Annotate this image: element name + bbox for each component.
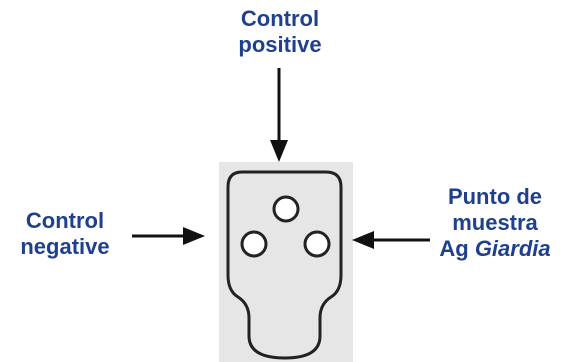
positive-control-well bbox=[272, 195, 300, 223]
label-sample-spot-line1: Punto de bbox=[447, 184, 543, 209]
label-control-negative-line1: Control bbox=[25, 208, 105, 233]
label-sample-spot-line2: muestra bbox=[452, 210, 538, 235]
device-background bbox=[219, 162, 353, 362]
label-sample-spot-line3: Ag Giardia bbox=[420, 236, 563, 262]
label-sample-spot-prefix: Ag bbox=[439, 236, 475, 261]
sample-well bbox=[303, 230, 331, 258]
label-control-negative-line2: negative bbox=[20, 234, 110, 259]
label-control-negative: Control negative bbox=[0, 208, 130, 260]
label-sample-spot: Punto de muestra Ag Giardia bbox=[420, 184, 563, 262]
negative-control-well bbox=[240, 230, 268, 258]
arrow-positive bbox=[270, 68, 288, 162]
label-sample-spot-organism: Giardia bbox=[474, 236, 551, 261]
arrow-sample bbox=[352, 231, 430, 249]
label-control-positive: Control positive bbox=[200, 6, 360, 58]
device-outline bbox=[226, 170, 343, 360]
label-control-positive-line2: positive bbox=[238, 32, 322, 57]
label-control-positive-line1: Control bbox=[240, 6, 320, 31]
arrow-negative bbox=[132, 227, 205, 245]
